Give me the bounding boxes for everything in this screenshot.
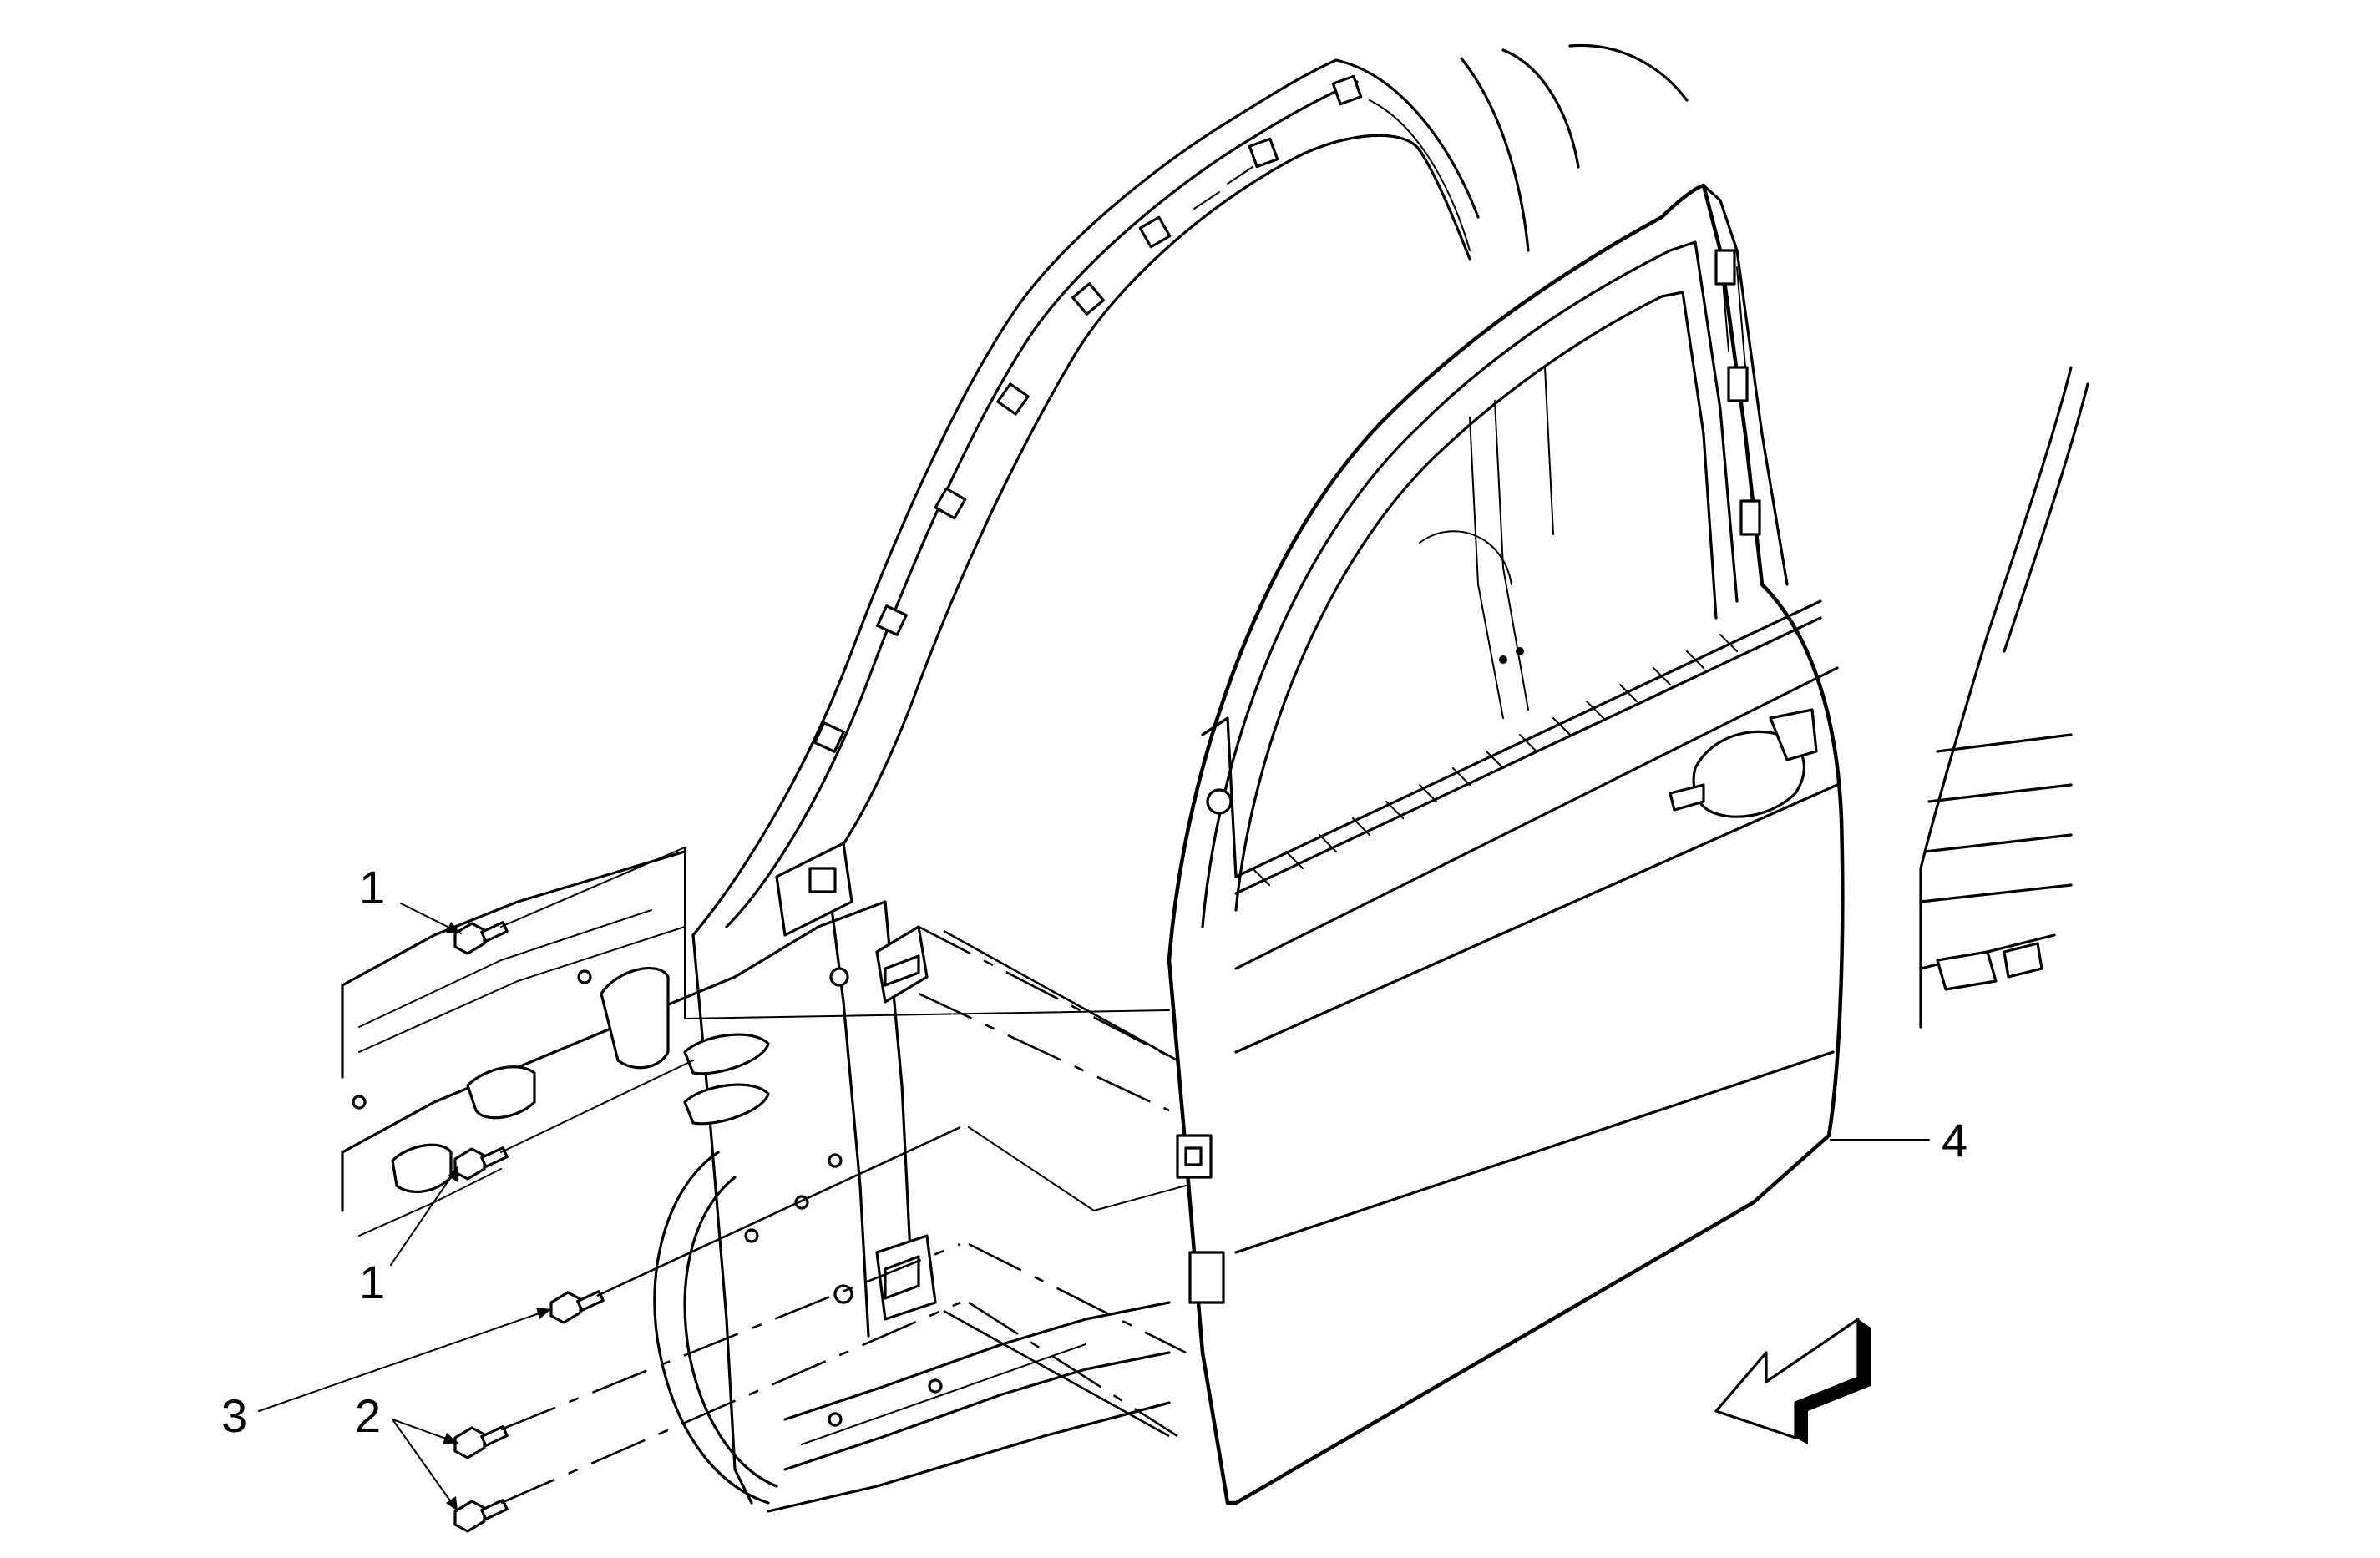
body-hinge-pillar (341, 842, 1171, 1513)
bolt-1-lower (453, 1146, 509, 1181)
bolt-2-lower (453, 1499, 509, 1533)
callout-1-upper: 1 (359, 861, 385, 913)
bolt-2-upper (453, 1425, 509, 1459)
body-a-pillar (691, 43, 1689, 937)
bolt-3 (549, 1290, 605, 1324)
callout-leaders (258, 903, 1930, 1512)
upper-hinge (775, 842, 929, 1004)
lower-hinge (833, 1234, 937, 1321)
roof-rail-clips (813, 74, 1363, 753)
bolt-1-upper (453, 921, 509, 955)
bolts (453, 847, 961, 1533)
callout-1-lower: 1 (359, 1256, 385, 1308)
callout-4: 4 (1942, 1114, 1967, 1166)
front-direction-arrow-icon (1714, 1318, 1871, 1444)
door-handle (1669, 708, 1818, 818)
front-side-door (1167, 183, 1845, 1505)
body-b-pillar-rear (1919, 366, 2089, 1029)
callout-2: 2 (355, 1389, 381, 1442)
callout-3: 3 (221, 1389, 247, 1442)
callout-labels: 1 1 2 3 4 (221, 861, 1967, 1442)
alignment-lines (684, 847, 1187, 1438)
